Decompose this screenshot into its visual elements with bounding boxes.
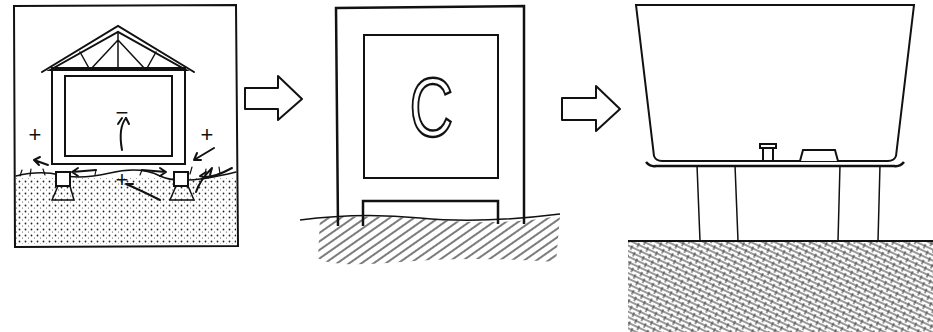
sign-frame [300, 6, 560, 264]
pressure-sign: + [201, 124, 214, 146]
letter-box: C [363, 34, 499, 179]
house-sketch [14, 5, 238, 247]
pressure-sign: + [116, 169, 129, 191]
pressure-sign: − [116, 102, 129, 124]
letter-text: C [409, 65, 453, 149]
raised-building [628, 5, 933, 332]
pressure-sign: + [29, 124, 42, 146]
